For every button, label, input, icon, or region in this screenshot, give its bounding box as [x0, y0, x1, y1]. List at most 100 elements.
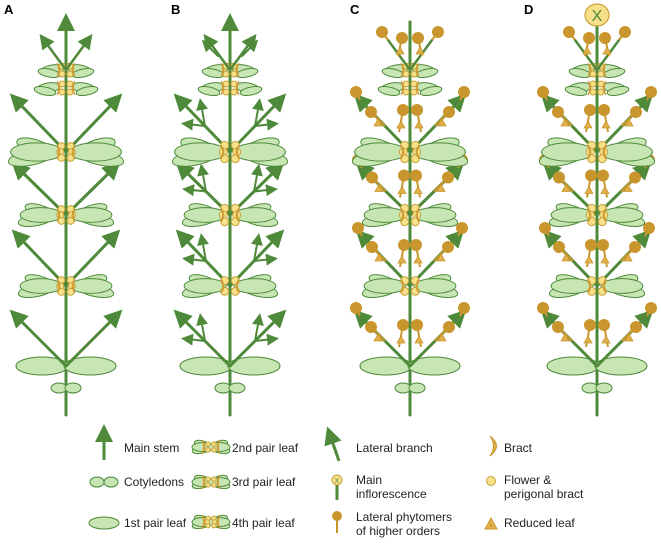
- first-pair-leaf-icon: [88, 516, 120, 530]
- lateral-phytomer: [621, 106, 642, 127]
- leaf: [33, 85, 57, 97]
- reduced-leaf: [601, 120, 611, 129]
- lateral-phytomer: [584, 169, 597, 198]
- leaf: [69, 207, 113, 223]
- leaf: [599, 142, 653, 162]
- phytomer-head: [598, 319, 610, 331]
- bract: [602, 80, 607, 96]
- flower: [205, 522, 211, 529]
- leaf-fan-right: [68, 137, 125, 167]
- bract: [220, 62, 225, 78]
- leaf-fan-right: [233, 203, 279, 228]
- leaf: [564, 85, 588, 97]
- phytomer-head: [563, 26, 575, 38]
- lateral-phytomer: [621, 321, 642, 342]
- lateral-phytomer: [456, 222, 468, 237]
- legend-item-first-pair-leaf: 1st pair leaf: [88, 516, 187, 530]
- branch-arrow: [252, 98, 264, 127]
- main-inflorescence-icon: X: [331, 474, 343, 500]
- leaf-fan-left: [17, 203, 63, 228]
- legend-label-flower-2: perigonal bract: [504, 487, 584, 501]
- leaf: [354, 142, 408, 162]
- legend-label-reduced-leaf: Reduced leaf: [504, 516, 575, 530]
- reduced-leaf: [583, 120, 593, 129]
- leaf: [75, 85, 99, 97]
- phytomer-head: [456, 222, 468, 234]
- leaf: [174, 142, 228, 162]
- phytomer-head: [458, 302, 470, 314]
- legend-item-flower: Flower & perigonal bract: [486, 473, 584, 501]
- reduced-leaf: [624, 333, 634, 342]
- cotyledons-icon: [89, 476, 119, 488]
- lateral-phytomer: [458, 86, 470, 101]
- legend: Main stem Cotyledons 1st pair leaf 2nd p…: [88, 424, 584, 538]
- inflorescence-mark-small: X: [335, 478, 340, 485]
- branch-arrow: [64, 33, 93, 72]
- lateral-phytomer: [350, 302, 362, 317]
- branch-arrow: [182, 253, 207, 266]
- lateral-phytomer: [365, 321, 386, 342]
- lateral-phytomer: [397, 239, 410, 268]
- flower-cluster: [220, 276, 240, 296]
- lateral-phytomer: [410, 169, 423, 198]
- lateral-phytomer: [552, 106, 573, 127]
- leaf-fan-left: [17, 274, 63, 299]
- cotyledon: [64, 382, 82, 394]
- bract: [56, 62, 61, 78]
- legend-item-main-stem: Main stem: [95, 424, 179, 460]
- main-inflorescence: X: [584, 3, 610, 27]
- third-pair-leaf-icon: [191, 474, 231, 490]
- branch-arrow: [196, 313, 208, 342]
- branch-arrow: [254, 333, 279, 346]
- phytomer-head: [597, 239, 609, 251]
- bract: [602, 144, 607, 160]
- phytomer-head: [645, 86, 657, 98]
- panel-letter-a: A: [4, 2, 14, 17]
- lateral-phytomer: [539, 222, 551, 237]
- reduced-leaf: [413, 185, 423, 194]
- leaf: [600, 278, 644, 294]
- reduced-leaf: [396, 120, 406, 129]
- lateral-phytomer: [433, 241, 454, 262]
- flower-cluster: [201, 514, 221, 530]
- lateral-phytomer: [620, 241, 641, 262]
- phytomer-head: [432, 26, 444, 38]
- leaf-fan-left: [361, 274, 407, 299]
- lateral-phytomer: [434, 106, 455, 127]
- branch-arrow: [39, 33, 68, 72]
- leaf-fan-left: [361, 203, 407, 228]
- flower-icon: [486, 476, 496, 486]
- flower-cluster: [400, 80, 420, 96]
- bract: [216, 474, 221, 490]
- branch-arrow: [181, 118, 206, 131]
- leaf-fan-left: [548, 203, 594, 228]
- bract: [587, 80, 592, 96]
- bract: [235, 207, 240, 223]
- legend-label-first-pair-leaf: 1st pair leaf: [124, 516, 187, 530]
- flower: [211, 476, 217, 482]
- phytomer-head: [619, 26, 631, 38]
- lateral-phytomer: [645, 302, 657, 317]
- panel-letter-b: B: [171, 2, 180, 17]
- phytomer-head: [458, 86, 470, 98]
- plant-panel-d: X: [537, 3, 657, 417]
- branch-arrow: [253, 184, 278, 197]
- legend-label-flower-1: Flower &: [504, 473, 551, 487]
- lateral-phytomer: [620, 171, 641, 193]
- leaf-fan-right: [233, 274, 279, 299]
- flower-cluster: [218, 140, 242, 164]
- branch-arrow: [64, 309, 123, 368]
- leaf: [239, 85, 263, 97]
- phytomer-head: [366, 171, 378, 184]
- plant-panel-b: [171, 13, 289, 417]
- branch-arrow: [197, 163, 209, 193]
- legend-item-main-inflorescence: X Main inflorescence: [331, 473, 427, 501]
- phytomer-head: [584, 104, 596, 116]
- leaf-fan-right: [412, 137, 469, 167]
- bract: [201, 514, 206, 530]
- phytomer-head: [442, 241, 454, 253]
- branch-arrow: [64, 229, 121, 288]
- branch-arrow: [201, 39, 219, 57]
- bract: [56, 144, 61, 160]
- leaf-fan-right: [413, 203, 459, 228]
